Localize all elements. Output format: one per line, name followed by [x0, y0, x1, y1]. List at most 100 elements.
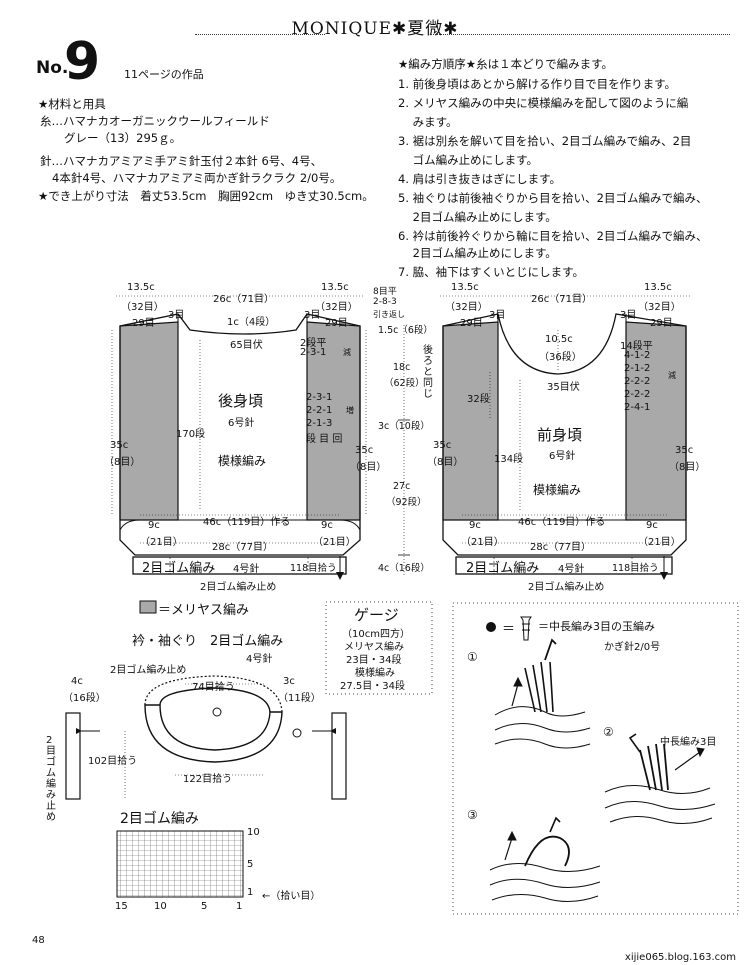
front-neck-dec-3: 2-1-2	[624, 363, 651, 374]
front-rows-32: 32段	[467, 394, 490, 405]
collar-title: 衿・袖ぐり 2目ゴム編み	[132, 634, 284, 649]
back-rib-pickup: 118目拾う	[290, 563, 337, 574]
puff-stitch-symbol-icon	[520, 616, 532, 641]
back-side-dec-2: 2-2-1	[306, 405, 333, 416]
materials-yarn-1: 糸…ハマナカオーガニックウールフィールド	[40, 114, 270, 128]
collar-width-3c: 3c	[283, 676, 295, 687]
front-title: 前身頃	[537, 426, 583, 444]
page-number: 48	[32, 935, 45, 946]
crochet-step-1: ①	[467, 650, 478, 664]
crochet-hook: かぎ針2/0号	[604, 642, 661, 653]
front-needle: 6号針	[549, 451, 576, 462]
front-corner-21-left: （21目）	[461, 537, 504, 548]
front-top-side-left-st: （32目）	[445, 302, 488, 313]
front-side-8-left: （8目）	[427, 457, 464, 468]
back-neck-1c: 1c（4段）	[227, 317, 276, 328]
collar-needle: 4号針	[246, 654, 273, 665]
rib-chart-pickup: ←（拾い目）	[262, 891, 321, 902]
rib-chart-title: 2目ゴム編み	[120, 811, 199, 827]
front-rows-29-left: 29目	[460, 318, 483, 329]
gauge-line-5: 27.5目・34段	[340, 681, 405, 692]
gauge-line-1: （10cm四方）	[342, 629, 410, 640]
step-line: 7. 脇、袖下はすくいとじにします。	[398, 265, 584, 279]
front-body-diagram	[440, 295, 690, 580]
gauge-line-3: 23目・34段	[346, 655, 402, 666]
front-neck-dec-4: 2-2-2	[624, 376, 651, 387]
armband-width-4c: 4c	[71, 676, 83, 687]
back-bottom-46: 46c（119目）作る	[203, 517, 291, 528]
back-top-side-left: 13.5c	[127, 282, 155, 293]
back-body-diagram	[111, 295, 367, 580]
front-neck-dec-2: 4-1-2	[624, 350, 651, 361]
back-side-8-right: （8目）	[350, 462, 387, 473]
front-neck-10-5c: 10.5c	[545, 334, 573, 345]
front-rows-3-right: 3目	[620, 310, 637, 321]
front-top-mid: 26c（71目）	[531, 294, 592, 305]
back-rows-170: 170段	[176, 429, 206, 440]
back-side-8-left: （8目）	[104, 457, 141, 468]
front-side-8-right: （8目）	[669, 462, 706, 473]
page-reference: 11ページの作品	[124, 68, 204, 81]
back-side-dec-legend: 段 目 回	[306, 434, 343, 445]
crochet-illustration-1	[494, 638, 591, 749]
front-neck-dec-1: 14段平	[620, 341, 653, 352]
rib-chart-row-5: 5	[247, 859, 254, 870]
step-line: みます。	[398, 115, 458, 129]
front-neck-dec-5: 2-2-2	[624, 389, 651, 400]
rib-chart-col-10: 10	[154, 901, 167, 912]
rib-chart-row-1: 1	[247, 887, 254, 898]
front-top-side-right-st: （32目）	[638, 302, 681, 313]
back-needle: 6号針	[228, 418, 255, 429]
crochet-illustration-2	[604, 733, 716, 824]
header-star-line-right	[430, 34, 730, 39]
front-neck-36: （36段）	[539, 352, 582, 363]
back-rib-needle: 4号針	[233, 564, 260, 575]
dim-92-rows: （92段）	[386, 497, 427, 508]
back-rows-3-left: 3目	[168, 310, 185, 321]
dim-4c: 4c（16段）	[378, 563, 430, 574]
collar-pickup-74: 74目拾う	[192, 682, 235, 693]
pattern-number-label: No.	[36, 58, 69, 78]
back-side-dec-1: 2-3-1	[306, 392, 333, 403]
back-neck-dec-2: 2-3-1	[300, 347, 327, 358]
dim-1-5c: 1.5c（6段）	[378, 325, 433, 336]
back-side-dec-3: 2-1-3	[306, 418, 333, 429]
back-corner-9-left: 9c	[148, 520, 160, 531]
crochet-label-2: 中長編み3目	[660, 737, 717, 748]
dim-18c: 18c	[393, 362, 411, 373]
step-line: 2. メリヤス編みの中央に模様編みを配して図のように編	[398, 96, 689, 110]
stockinette-legend-label: ＝メリヤス編み	[158, 603, 250, 618]
back-corner-21-left: （21目）	[140, 537, 183, 548]
back-top-side-right: 13.5c	[321, 282, 349, 293]
front-bottom-46: 46c（119目）作る	[518, 517, 606, 528]
back-side-inc-mark: 増	[346, 406, 354, 415]
back-rows-29-left: 29目	[132, 318, 155, 329]
front-pattern: 模様編み	[533, 483, 582, 497]
back-corner-21-right: （21目）	[313, 537, 356, 548]
back-rib-bindoff: 2目ゴム編み止め	[200, 582, 277, 593]
shoulder-short-row-1: 8目平	[373, 287, 397, 297]
step-line: 5. 袖ぐりは前後袖ぐりから目を拾い、2目ゴム編みで編み、	[398, 191, 708, 205]
length-dimension	[398, 325, 410, 575]
steps-heading: ★編み方順序★糸は１本どりで編みます。	[398, 57, 613, 71]
armband-diagram	[65, 712, 347, 800]
rib-chart-row-10: 10	[247, 827, 260, 838]
front-rows-134: 134段	[494, 454, 524, 465]
front-neck-dec-6: 2-4-1	[624, 402, 651, 413]
armband-width-16: （16段）	[63, 693, 106, 704]
dim-62-rows: （62段）	[384, 378, 425, 389]
front-bottom-28: 28c（77目）	[530, 542, 591, 553]
collar-pickup-122: 122目拾う	[183, 774, 233, 785]
crochet-illustration-3	[489, 816, 601, 902]
back-rib-label: 2目ゴム編み	[142, 561, 216, 576]
collar-width-11: （11段）	[278, 693, 321, 704]
front-rib-label: 2目ゴム編み	[466, 561, 540, 576]
step-line: 3. 裾は別糸を解いて目を拾い、2目ゴム編みで編み、2目	[398, 134, 692, 148]
gauge-line-2: メリヤス編み	[344, 642, 404, 653]
site-credit: xijie065.blog.163.com	[624, 952, 736, 963]
back-neck-65: 65目伏	[230, 340, 263, 351]
back-top-side-left-st: （32目）	[121, 302, 164, 313]
page-header-title: MONIQUE✱夏微✱	[291, 19, 459, 39]
rib-chart-col-15: 15	[115, 901, 128, 912]
header-star-line-left	[195, 34, 325, 39]
